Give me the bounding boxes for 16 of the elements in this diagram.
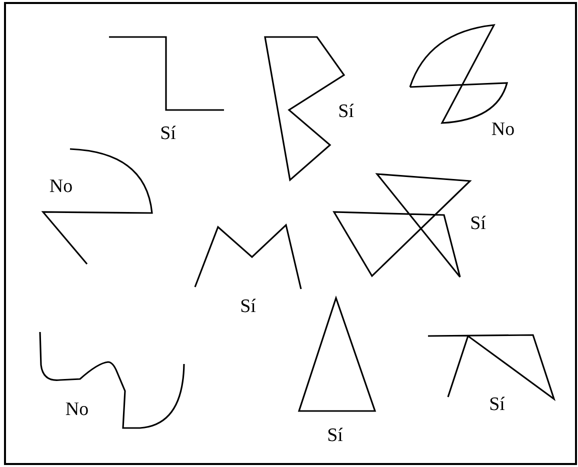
answer-label: Sí (327, 426, 343, 445)
curved-figure (42, 148, 153, 265)
answer-label: Sí (338, 102, 354, 121)
curved-figure (409, 24, 508, 124)
answer-label: Sí (470, 214, 486, 233)
closed-polygon (332, 173, 472, 278)
answer-label: Sí (240, 297, 256, 316)
answer-label: No (491, 120, 515, 139)
answer-label: Sí (489, 395, 505, 414)
open-polyline (109, 36, 224, 111)
closed-polygon (298, 296, 376, 412)
answer-label: No (65, 400, 89, 419)
answer-label: Sí (160, 124, 176, 143)
curved-figure (39, 332, 185, 429)
answer-label: No (49, 177, 73, 196)
open-polyline (194, 223, 302, 290)
